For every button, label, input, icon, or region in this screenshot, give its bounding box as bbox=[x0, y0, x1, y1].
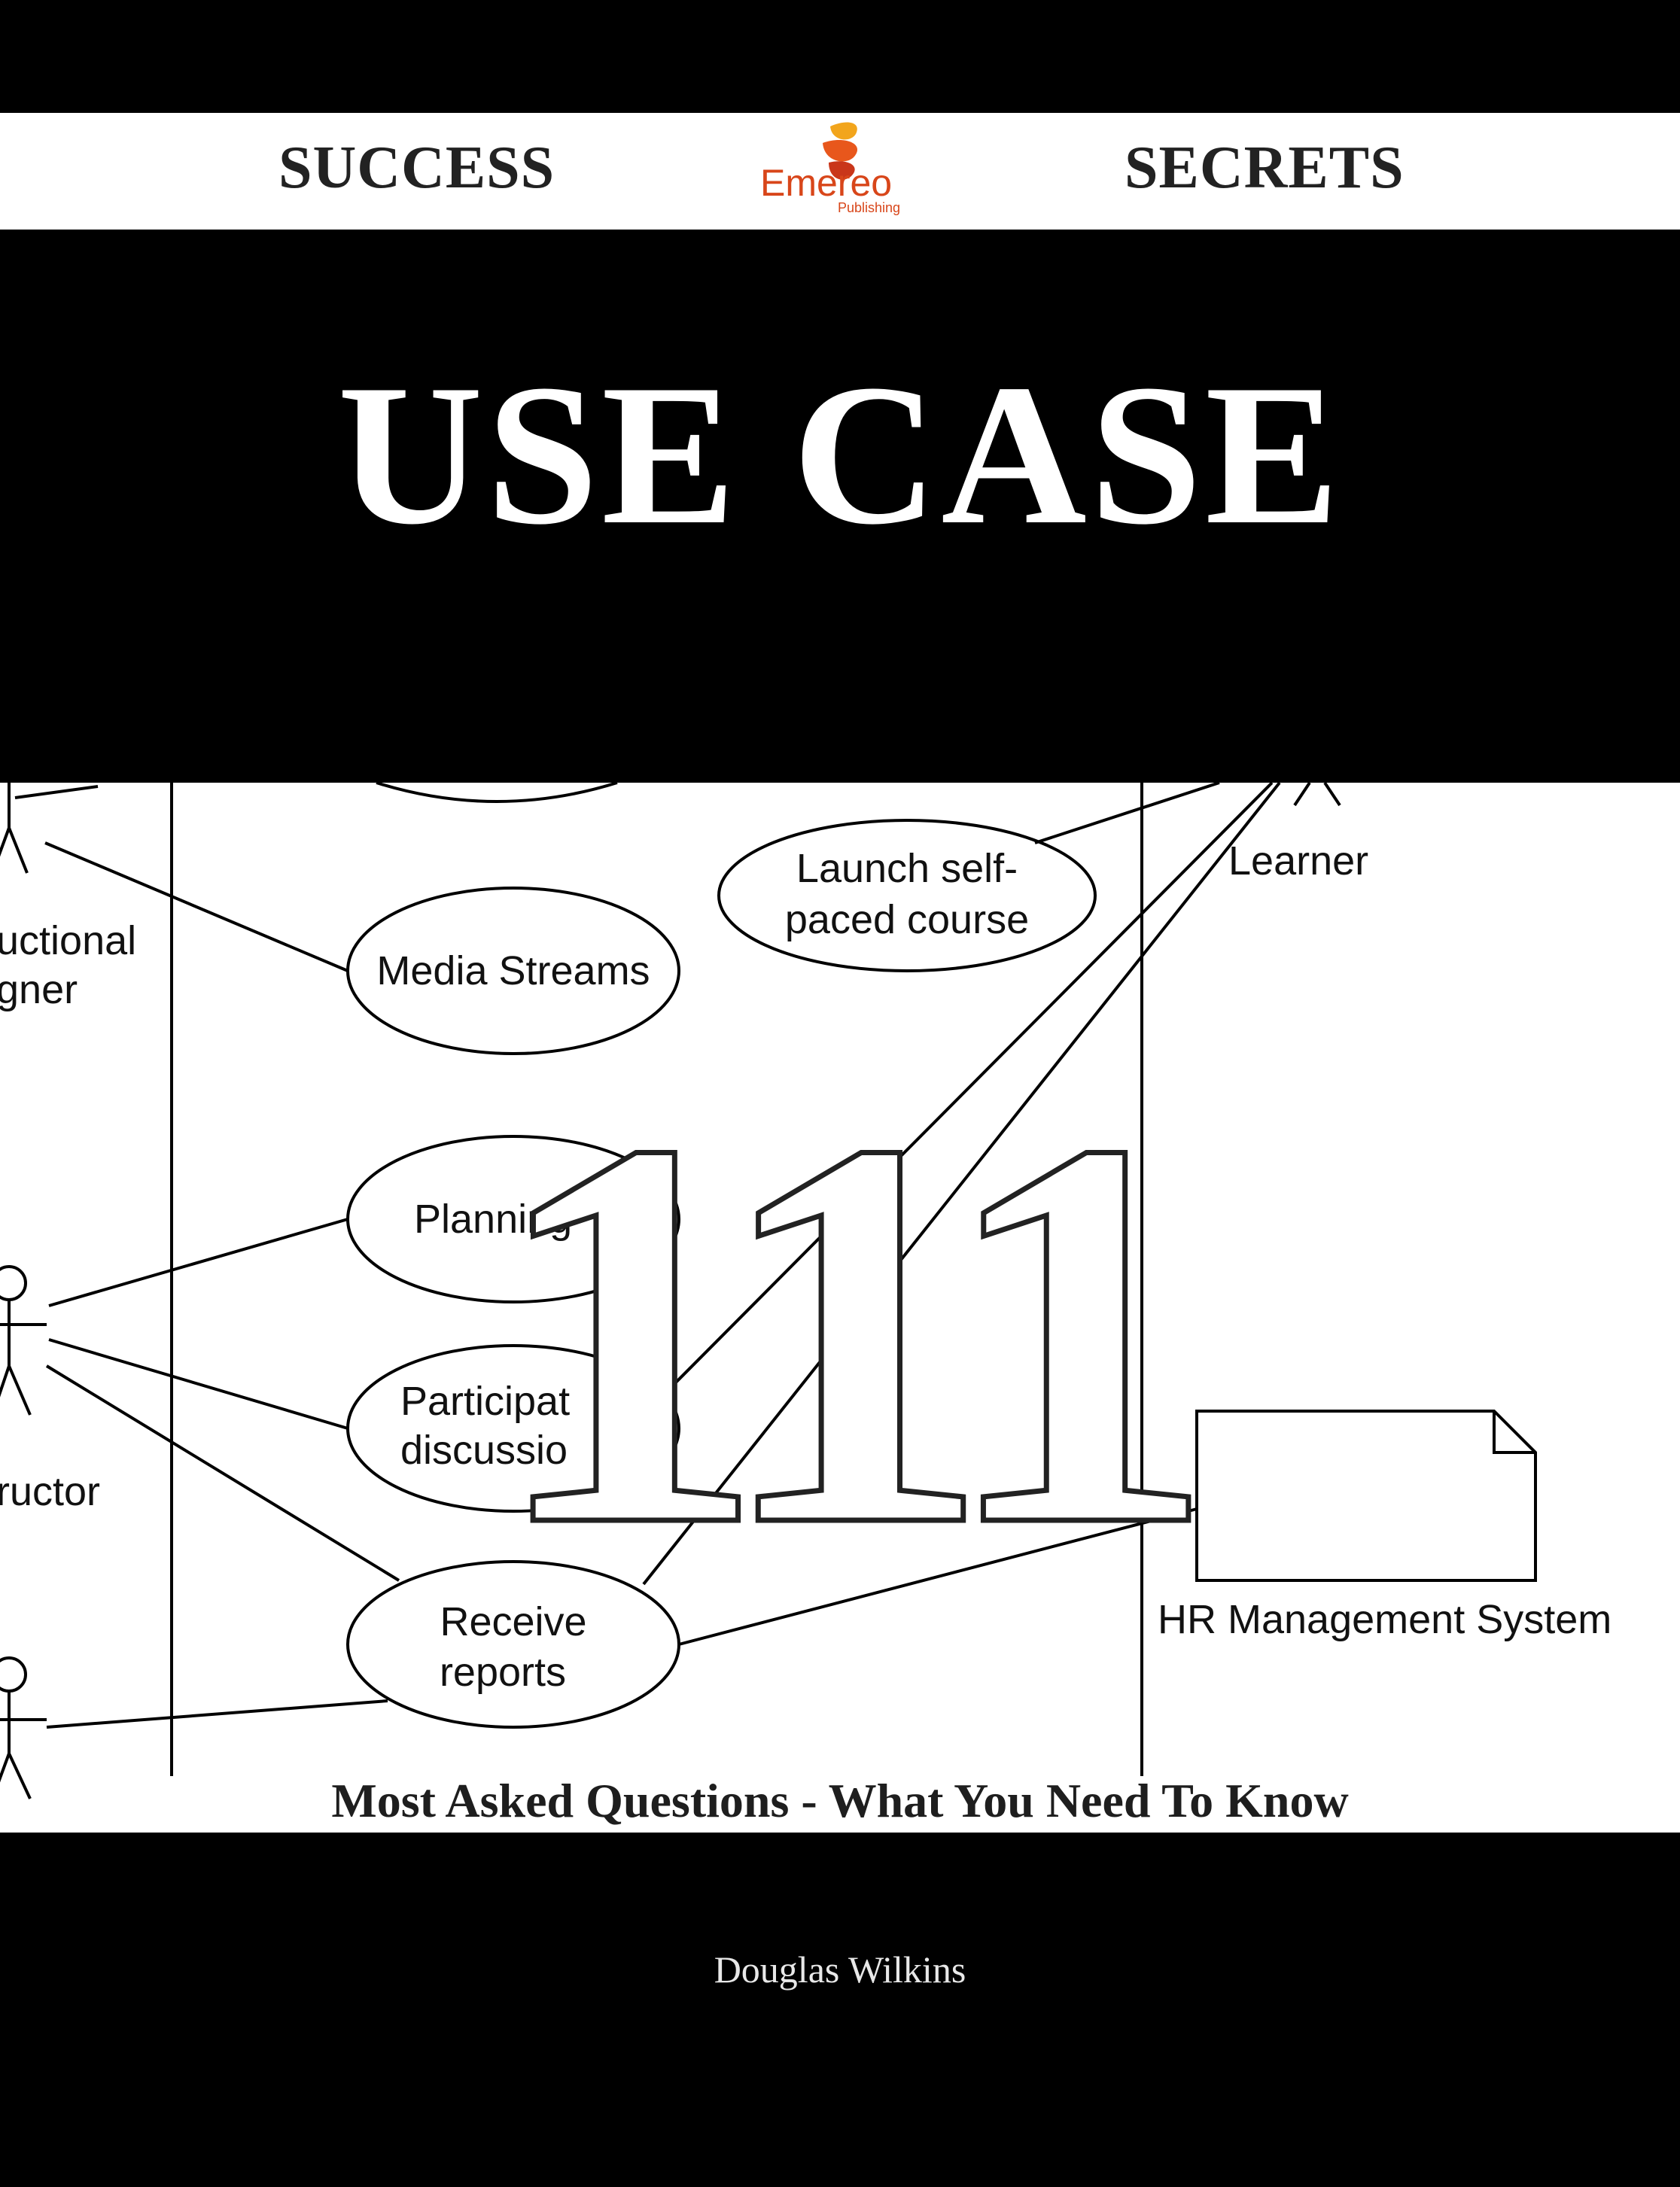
actor-learner-label: Learner bbox=[1228, 838, 1368, 884]
header-secrets-word: SECRETS bbox=[1125, 135, 1405, 201]
use-case-media-label: Media Streams bbox=[376, 948, 650, 993]
partial-use-case-top bbox=[376, 783, 618, 803]
use-case-launch-course bbox=[717, 819, 1097, 972]
actor-third-icon bbox=[0, 1656, 47, 1799]
use-case-launch-label-line1: Launch self- bbox=[796, 846, 1018, 891]
actor-designer-icon bbox=[0, 783, 99, 874]
use-case-receive-label-line2: reports bbox=[440, 1650, 566, 1695]
use-case-launch-label-line2: paced course bbox=[785, 897, 1029, 942]
use-case-participate-label-line1: Participat bbox=[400, 1379, 570, 1424]
top-black-band bbox=[0, 0, 1680, 113]
hr-system-label: HR Management System bbox=[1158, 1597, 1612, 1642]
actor-designer-label-line1: uctional bbox=[0, 918, 136, 963]
use-case-diagram: Launch self- paced course Media Streams … bbox=[0, 783, 1680, 1833]
bottom-black-band bbox=[0, 1833, 1680, 2187]
actor-designer-label-line2: gner bbox=[0, 967, 78, 1012]
header-success-word: SUCCESS bbox=[278, 135, 555, 201]
big-number-111: 111 bbox=[488, 1025, 1195, 1641]
logo-wordmark: Emereo bbox=[760, 162, 892, 204]
use-case-participate-label-line2: discussio bbox=[400, 1428, 568, 1473]
logo-subtext: Publishing bbox=[838, 200, 900, 215]
use-case-planning-label: Planning bbox=[414, 1197, 572, 1242]
actor-learner-icon bbox=[1293, 783, 1341, 807]
hr-system-document-icon bbox=[1195, 1410, 1537, 1582]
book-title: USE CASE bbox=[337, 342, 1343, 566]
use-case-receive-label-line1: Receive bbox=[440, 1599, 586, 1644]
actor-instructor-icon bbox=[0, 1265, 47, 1416]
logo-flame-icon bbox=[823, 122, 858, 180]
actor-instructor-label: ructor bbox=[0, 1469, 100, 1514]
title-band bbox=[0, 230, 1680, 783]
publisher-logo: Emereo Publishing bbox=[760, 122, 900, 215]
author-name: Douglas Wilkins bbox=[714, 1948, 966, 1991]
book-subtitle: Most Asked Questions - What You Need To … bbox=[331, 1774, 1349, 1827]
